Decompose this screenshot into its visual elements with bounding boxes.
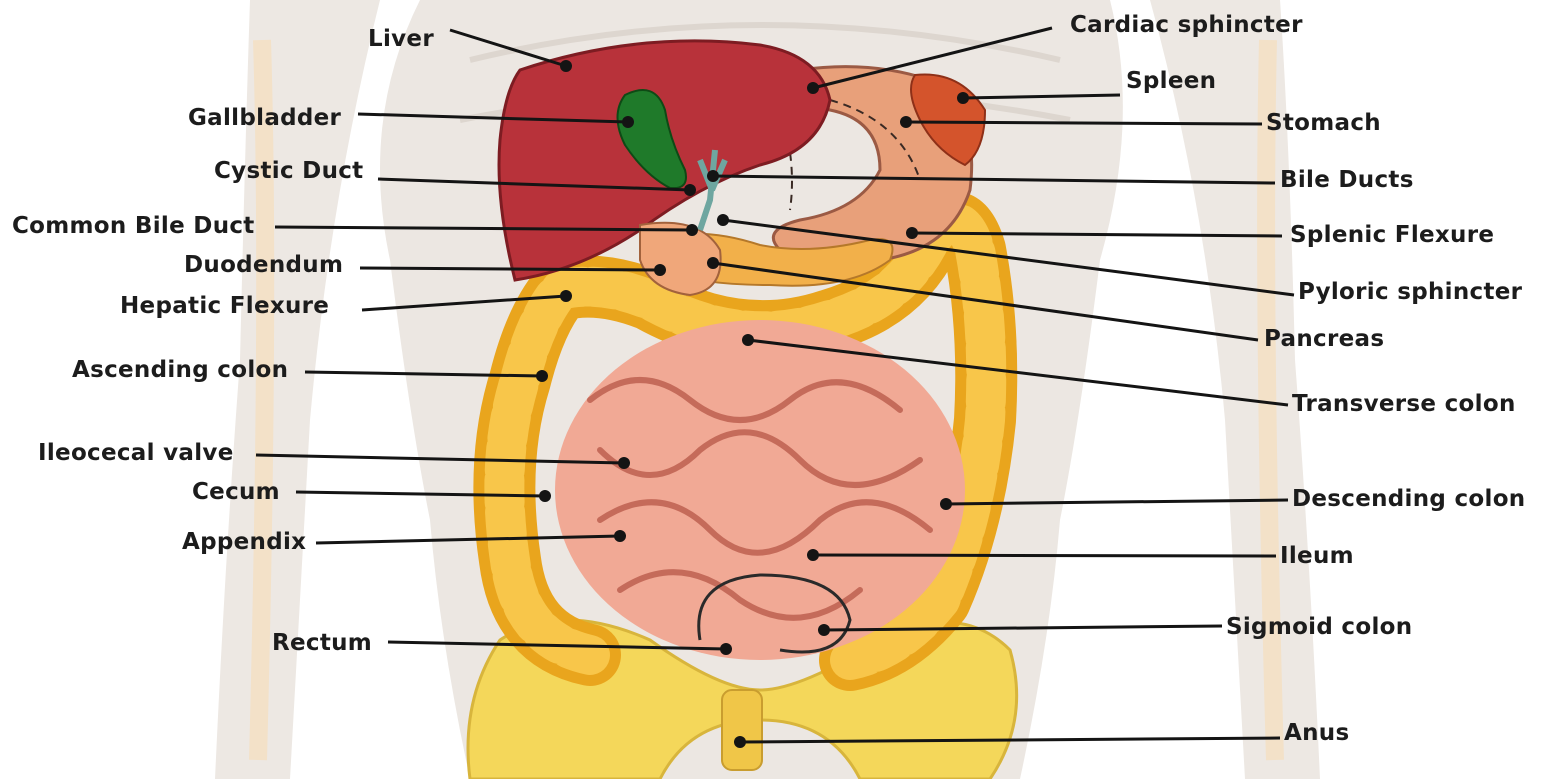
label-pyloric-sphincter: Pyloric sphincter: [1298, 281, 1522, 304]
leader-duodenum: [360, 268, 660, 270]
right-bone: [1266, 40, 1275, 760]
dot-duodenum: [654, 264, 666, 276]
dot-pyloric-sphincter: [717, 214, 729, 226]
dot-anus: [734, 736, 746, 748]
dot-appendix: [614, 530, 626, 542]
dot-spleen: [957, 92, 969, 104]
left-bone: [258, 40, 265, 760]
dot-common-bile-duct: [686, 224, 698, 236]
dot-ileocecal-valve: [618, 457, 630, 469]
label-cystic-duct: Cystic Duct: [214, 160, 363, 183]
label-liver: Liver: [368, 28, 434, 51]
label-pancreas: Pancreas: [1264, 328, 1384, 351]
label-hepatic-flexure: Hepatic Flexure: [120, 295, 329, 318]
dot-sigmoid-colon: [818, 624, 830, 636]
label-gallbladder: Gallbladder: [188, 107, 341, 130]
dot-gallbladder: [622, 116, 634, 128]
dot-liver: [560, 60, 572, 72]
dot-pancreas: [707, 257, 719, 269]
dot-cardiac-sphincter: [807, 82, 819, 94]
dot-transverse-colon: [742, 334, 754, 346]
small-intestine: [555, 320, 965, 660]
dot-hepatic-flexure: [560, 290, 572, 302]
label-spleen: Spleen: [1126, 70, 1216, 93]
label-anus: Anus: [1284, 722, 1349, 745]
dot-ascending-colon: [536, 370, 548, 382]
dot-cecum: [539, 490, 551, 502]
label-ileocecal-valve: Ileocecal valve: [38, 442, 234, 465]
dot-stomach: [900, 116, 912, 128]
label-rectum: Rectum: [272, 632, 372, 655]
label-common-bile-duct: Common Bile Duct: [12, 215, 255, 238]
dot-cystic-duct: [684, 184, 696, 196]
label-cecum: Cecum: [192, 481, 280, 504]
leader-stomach: [906, 122, 1262, 124]
label-ascending-colon: Ascending colon: [72, 359, 288, 382]
dot-descending-colon: [940, 498, 952, 510]
label-bile-ducts: Bile Ducts: [1280, 169, 1414, 192]
label-transverse-colon: Transverse colon: [1292, 393, 1516, 416]
label-splenic-flexure: Splenic Flexure: [1290, 224, 1494, 247]
label-duodenum: Duodendum: [184, 254, 343, 277]
dot-splenic-flexure: [906, 227, 918, 239]
dot-rectum: [720, 643, 732, 655]
label-sigmoid-colon: Sigmoid colon: [1226, 616, 1412, 639]
label-ileum: Ileum: [1280, 545, 1354, 568]
label-stomach: Stomach: [1266, 112, 1381, 135]
dot-bile-ducts: [707, 170, 719, 182]
sacrum: [722, 690, 762, 770]
leader-ileum: [813, 555, 1276, 556]
dot-ileum: [807, 549, 819, 561]
label-descending-colon: Descending colon: [1292, 488, 1525, 511]
label-cardiac-sphincter: Cardiac sphincter: [1070, 14, 1303, 37]
label-appendix: Appendix: [182, 531, 306, 554]
